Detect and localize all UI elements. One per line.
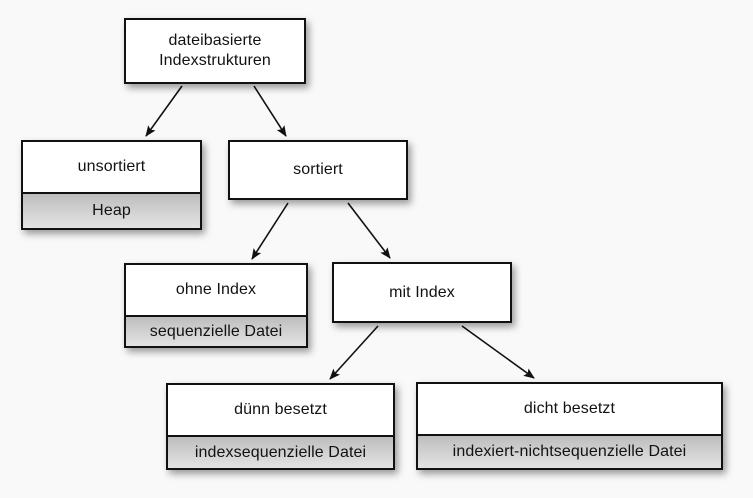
node-mit-index[interactable]: mit Index <box>332 262 512 323</box>
node-ohne-index-label: ohne Index <box>126 265 306 315</box>
node-duenn-besetzt-sublabel: indexsequenzielle Datei <box>168 435 393 468</box>
node-duenn-besetzt-label: dünn besetzt <box>168 385 393 435</box>
edge-mit-index-to-dicht <box>461 325 535 379</box>
node-root[interactable]: dateibasierte Indexstrukturen <box>124 18 306 84</box>
node-sortiert-label: sortiert <box>230 142 406 198</box>
edge-mit-index-to-duenn <box>329 325 379 380</box>
node-dicht-besetzt-sublabel: indexiert-nichtsequenzielle Datei <box>418 434 721 468</box>
edge-sortiert-to-ohne-index <box>251 202 289 260</box>
node-dicht-besetzt-label: dicht besetzt <box>418 384 721 434</box>
node-unsortiert-label: unsortiert <box>23 142 200 192</box>
edge-sortiert-to-mit-index <box>347 202 391 259</box>
node-unsortiert-sublabel: Heap <box>23 192 200 228</box>
edge-root-to-sortiert <box>253 85 287 137</box>
node-mit-index-label: mit Index <box>334 264 510 321</box>
node-root-label: dateibasierte Indexstrukturen <box>126 20 304 82</box>
node-ohne-index-sublabel: sequenzielle Datei <box>126 315 306 346</box>
edge-root-to-unsortiert <box>145 85 183 137</box>
node-sortiert[interactable]: sortiert <box>228 140 408 200</box>
